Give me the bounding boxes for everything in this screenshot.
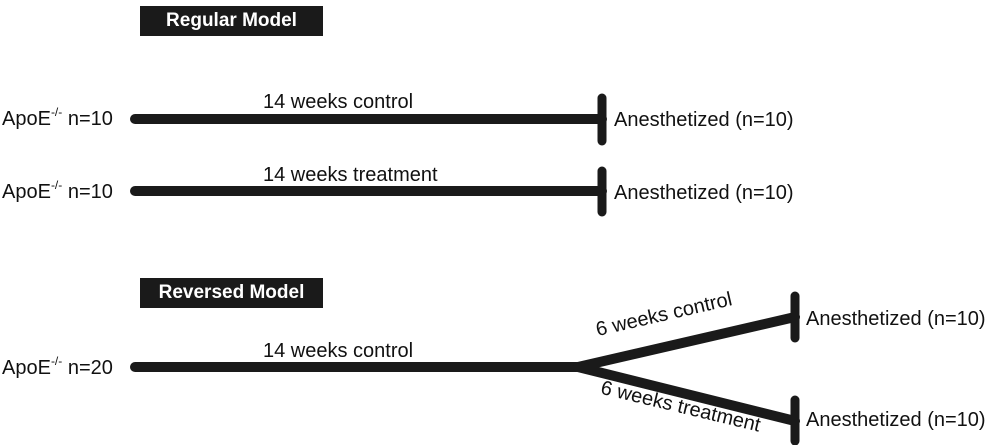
reversed-trunk-label: 14 weeks control: [263, 340, 414, 362]
regular-row1-arm-label: 14 weeks control: [263, 91, 414, 113]
reversed-upper-end-label: Anesthetized (n=10): [806, 308, 986, 330]
start-label-base: ApoE: [2, 108, 51, 130]
reversed-lower-branch: [573, 362, 800, 426]
regular-row1-start-label: ApoE-/- n=10: [2, 105, 113, 131]
regular-row1-end-label: Anesthetized (n=10): [614, 109, 794, 131]
start-label-sup: -/-: [50, 178, 63, 192]
reversed-start-label: ApoE-/- n=20: [2, 354, 113, 380]
start-label-base: ApoE: [2, 357, 51, 379]
regular-model-title: Regular Model: [140, 6, 323, 36]
regular-row2-start-label: ApoE-/- n=10: [2, 178, 113, 204]
start-label-n: n=10: [62, 108, 113, 130]
start-label-base: ApoE: [2, 181, 51, 203]
reversed-upper-branch: [573, 312, 800, 372]
start-label-sup: -/-: [50, 354, 63, 368]
regular-row2-end-label: Anesthetized (n=10): [614, 182, 794, 204]
reversed-lower-end-label: Anesthetized (n=10): [806, 409, 986, 431]
reversed-model-title: Reversed Model: [140, 278, 323, 308]
start-label-n: n=20: [62, 357, 113, 379]
start-label-n: n=10: [62, 181, 113, 203]
regular-row2-arm-label: 14 weeks treatment: [263, 164, 438, 186]
start-label-sup: -/-: [50, 105, 63, 119]
